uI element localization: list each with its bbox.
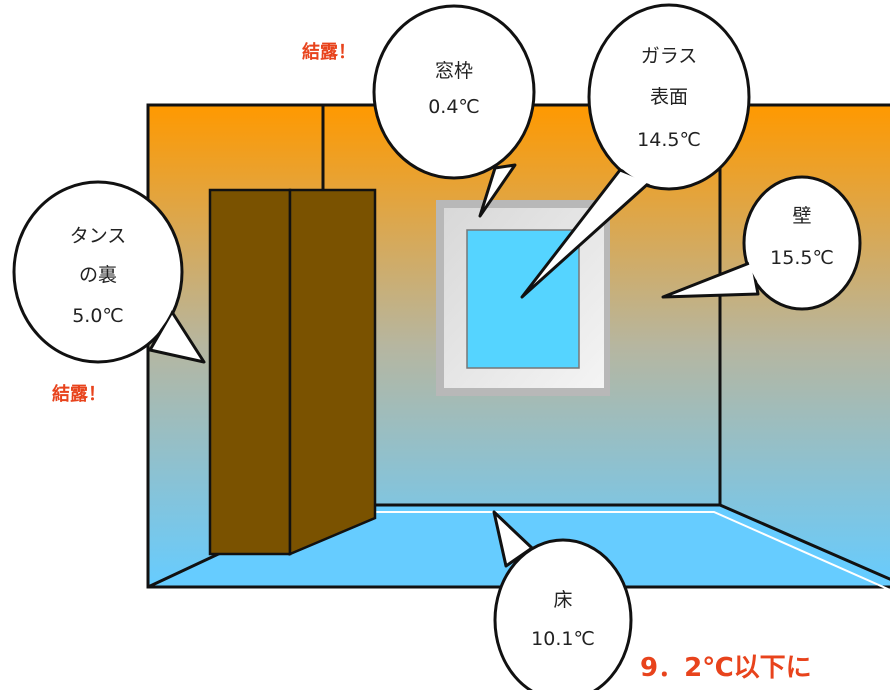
bubble-wall: 壁 15.5℃ bbox=[661, 175, 862, 311]
bubble-glass: ガラス 表面 14.5℃ bbox=[520, 3, 751, 299]
bubble-floor-line1: 床 bbox=[553, 589, 572, 611]
condensation-alert-top: 結露！ bbox=[302, 41, 356, 63]
bubble-floor-line2: 10.1℃ bbox=[531, 628, 595, 650]
bubble-window-frame: 窓枠 0.4℃ bbox=[372, 4, 536, 218]
bubble-floor: 床 10.1℃ bbox=[492, 510, 633, 690]
bubble-glass-line1: ガラス bbox=[641, 45, 698, 67]
bubble-wall-line2: 15.5℃ bbox=[770, 247, 834, 269]
bubble-frame-line1: 窓枠 bbox=[435, 60, 473, 82]
cabinet-front bbox=[208, 188, 292, 556]
threshold-note: 9．2℃以下に bbox=[640, 653, 812, 683]
cabinet-side bbox=[288, 188, 377, 556]
condensation-alert-left: 結露！ bbox=[52, 383, 106, 405]
bubble-cabinet: タンス の裏 5.0℃ bbox=[12, 180, 206, 364]
bubble-cabinet-line2: の裏 bbox=[79, 264, 117, 286]
bubble-frame-line2: 0.4℃ bbox=[428, 96, 480, 118]
floor-baseboard bbox=[330, 511, 890, 591]
bubble-glass-line3: 14.5℃ bbox=[637, 129, 701, 151]
bubble-cabinet-line3: 5.0℃ bbox=[72, 305, 124, 327]
bubble-glass-line2: 表面 bbox=[650, 86, 688, 108]
bubble-cabinet-line1: タンス bbox=[70, 225, 127, 247]
bubble-wall-line1: 壁 bbox=[792, 205, 811, 227]
